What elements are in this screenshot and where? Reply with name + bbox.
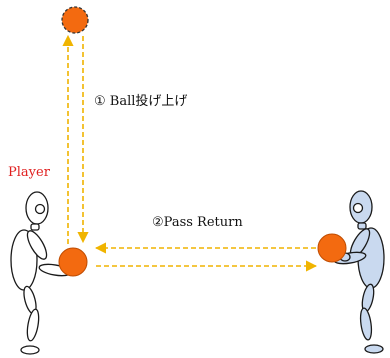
left-player-figure — [10, 191, 76, 355]
left-player-ball — [58, 247, 88, 277]
right-player-figure — [333, 190, 385, 354]
step2-label: ②Pass Return — [152, 215, 243, 230]
right-player-ball — [317, 233, 347, 263]
step1-label: ① Ball投げ上げ — [94, 93, 187, 109]
tossed-ball — [61, 6, 89, 34]
player-label: Player — [8, 165, 51, 180]
